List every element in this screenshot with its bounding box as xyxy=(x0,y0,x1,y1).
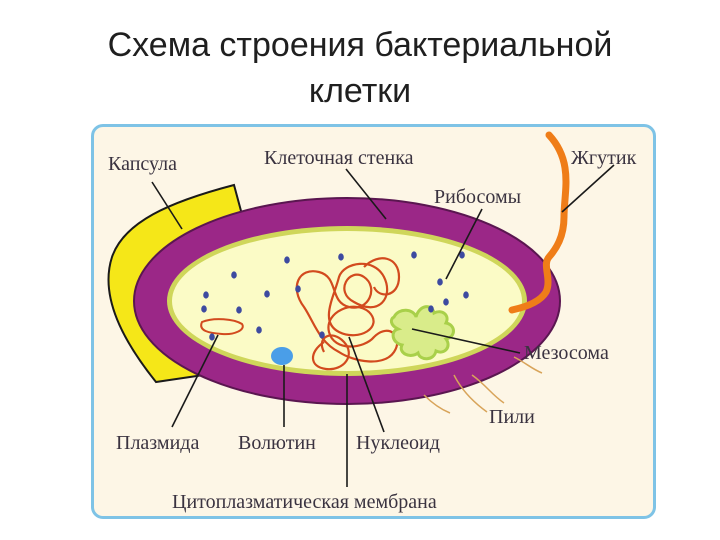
label-pili: Пили xyxy=(489,406,535,428)
cytoplasm xyxy=(172,231,522,371)
flagellum xyxy=(508,131,570,314)
pili xyxy=(423,356,543,414)
ribosome xyxy=(203,291,209,299)
ribosome xyxy=(264,290,270,298)
leader-nucleoid xyxy=(348,336,385,433)
ribosome xyxy=(411,251,417,259)
ribosome xyxy=(231,271,237,279)
leader-capsule xyxy=(151,181,183,230)
label-ribosomes: Рибосомы xyxy=(434,186,521,208)
title-line-2: клетки xyxy=(308,72,412,110)
ribosome xyxy=(295,285,301,293)
ribosome xyxy=(437,278,443,286)
ribosome xyxy=(463,291,469,299)
ribosome xyxy=(428,305,434,313)
volutin-granule xyxy=(271,347,293,365)
leader-cell-wall xyxy=(345,168,387,220)
label-volutin: Волютин xyxy=(238,432,316,454)
ribosome xyxy=(319,331,325,339)
cell-diagram-svg: Капсула Клеточная стенка Жгутик Рибосомы… xyxy=(107,131,637,513)
ribosome xyxy=(201,305,207,313)
leader-mesosome xyxy=(411,328,521,354)
label-capsule: Капсула xyxy=(108,153,177,175)
label-plasmid: Плазмида xyxy=(116,432,199,454)
ribosome xyxy=(443,298,449,306)
label-membrane: Цитоплазматическая мембрана xyxy=(172,491,437,513)
cell-diagram: Капсула Клеточная стенка Жгутик Рибосомы… xyxy=(91,124,656,519)
leader-plasmid xyxy=(171,334,219,428)
ribosome xyxy=(338,253,344,261)
leader-ribosomes xyxy=(445,208,483,280)
label-flagellum: Жгутик xyxy=(571,147,637,169)
leader-flagellum xyxy=(561,164,615,213)
ribosome xyxy=(256,326,262,334)
ribosome xyxy=(459,251,465,259)
slide-title: Схема строения бактериальной клетки xyxy=(60,22,660,114)
mesosome xyxy=(389,305,455,361)
title-line-1: Схема строения бактериальной xyxy=(107,26,613,64)
leader-lines xyxy=(151,164,615,487)
ribosome xyxy=(236,306,242,314)
ribosomes xyxy=(201,251,469,341)
label-cell-wall: Клеточная стенка xyxy=(264,147,414,169)
ribosome xyxy=(284,256,290,264)
leader-pili xyxy=(453,374,488,413)
ribosome xyxy=(209,333,215,341)
label-nucleoid: Нуклеоид xyxy=(356,432,440,454)
label-mesosome: Мезосома xyxy=(524,342,609,364)
plasmid xyxy=(200,318,244,336)
